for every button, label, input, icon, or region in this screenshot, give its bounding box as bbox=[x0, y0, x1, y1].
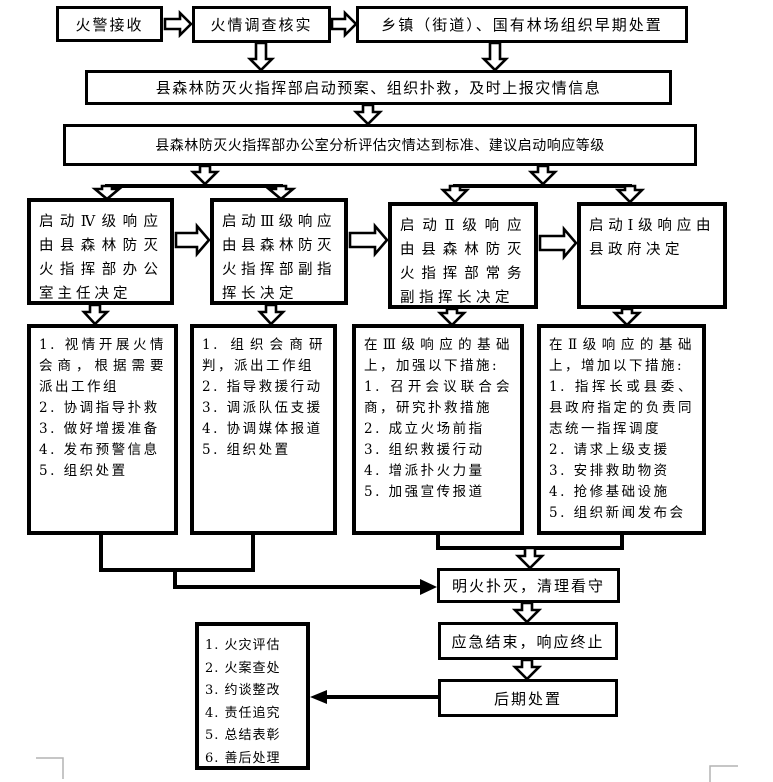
arrow-down-icon bbox=[527, 164, 559, 186]
arrow-down-icon bbox=[257, 303, 287, 326]
node-post-evaluation-list: 1. 火灾评估 2. 火案查处 3. 约谈整改 4. 责任追究 5. 总结表彰 … bbox=[195, 622, 310, 770]
node-level-3-response: 启动Ⅲ级响应由县森林防灭火指挥部副指挥长决定 bbox=[210, 198, 348, 305]
node-level-2-actions: 在Ⅲ级响应的基础上，加强以下措施: 1. 召开会议联合会商，研究扑救措施 2. … bbox=[352, 324, 524, 535]
node-township-early-disposal: 乡镇（街道）、国有林场组织早期处置 bbox=[356, 6, 688, 43]
arrow-right-icon bbox=[174, 222, 211, 258]
action-item: 3. 做好增援准备 bbox=[39, 421, 160, 437]
arrow-down-icon bbox=[514, 546, 546, 570]
action-item: 5. 组织新闻发布会 bbox=[549, 505, 686, 521]
arrow-down-icon bbox=[611, 307, 643, 327]
arrow-down-icon bbox=[614, 184, 646, 204]
action-intro: 在Ⅱ级响应的基础上，增加以下措施: bbox=[549, 337, 694, 374]
action-item: 1. 召开会议联合会商，研究扑救措施 bbox=[364, 379, 512, 416]
arrow-right-icon bbox=[538, 225, 578, 261]
page-corner-mark bbox=[36, 757, 64, 779]
node-post-disposal: 后期处置 bbox=[438, 679, 618, 717]
arrow-down-icon bbox=[352, 103, 384, 126]
page-corner-mark bbox=[709, 765, 738, 782]
arrow-down-icon bbox=[189, 164, 221, 186]
arrow-right-icon bbox=[330, 9, 358, 39]
action-item: 2. 成立火场前指 bbox=[364, 421, 485, 437]
arrow-down-icon bbox=[246, 41, 276, 72]
action-item: 5. 组织处置 bbox=[39, 463, 128, 479]
node-fire-alarm-received: 火警接收 bbox=[56, 6, 163, 42]
action-item: 3. 调派队伍支援 bbox=[202, 400, 323, 416]
action-intro: 在Ⅲ级响应的基础上，加强以下措施: bbox=[364, 337, 512, 374]
arrow-down-icon bbox=[439, 184, 471, 204]
merge-line bbox=[99, 535, 255, 572]
node-office-assess-level: 县森林防灭火指挥部办公室分析评估灾情达到标准、建议启动响应等级 bbox=[63, 124, 697, 166]
node-fire-investigation: 火情调查核实 bbox=[192, 6, 331, 43]
evaluation-item: 4. 责任追究 bbox=[205, 705, 281, 721]
node-hq-launch-plan: 县森林防灭火指挥部启动预案、组织扑救，及时上报灾情信息 bbox=[85, 70, 672, 105]
evaluation-item: 1. 火灾评估 bbox=[205, 638, 281, 653]
arrow-down-icon bbox=[91, 184, 123, 201]
node-fire-extinguished: 明火扑灭，清理看守 bbox=[437, 568, 620, 603]
action-item: 3. 安排救助物资 bbox=[549, 463, 670, 479]
evaluation-item: 3. 约谈整改 bbox=[205, 683, 281, 698]
merge-line bbox=[173, 568, 424, 589]
action-item: 2. 请求上级支援 bbox=[549, 442, 670, 458]
evaluation-item: 6. 善后处理 bbox=[205, 750, 281, 766]
arrow-right-icon bbox=[163, 9, 193, 39]
merge-line bbox=[436, 535, 624, 550]
node-level-4-response: 启动Ⅳ级响应由县森林防灭火指挥部办公室主任决定 bbox=[27, 198, 174, 305]
action-item: 4. 抢修基础设施 bbox=[549, 484, 670, 500]
action-item: 4. 协调媒体报道 bbox=[202, 421, 323, 437]
action-item: 4. 增派扑火力量 bbox=[364, 463, 485, 479]
arrow-down-icon bbox=[480, 41, 510, 72]
arrow-down-icon bbox=[265, 184, 297, 201]
node-level-2-response: 启动Ⅱ级响应由县森林防灭火指挥部常务副指挥长决定 bbox=[388, 202, 538, 309]
arrow-down-icon bbox=[81, 303, 111, 326]
action-item: 3. 组织救援行动 bbox=[364, 442, 485, 458]
node-level-1-response: 启动Ⅰ级响应由县政府决定 bbox=[577, 202, 727, 309]
arrow-down-icon bbox=[436, 307, 468, 327]
action-item: 2. 指导救援行动 bbox=[202, 379, 323, 395]
action-item: 1. 指挥长或县委、县政府指定的负责同志统一指挥调度 bbox=[549, 379, 694, 437]
arrow-right-solid-icon bbox=[420, 579, 437, 595]
action-item: 5. 加强宣传报道 bbox=[364, 484, 485, 500]
evaluation-item: 5. 总结表彰 bbox=[205, 728, 281, 743]
node-level-4-actions: 1. 视情开展火情会商，根据需要派出工作组 2. 协调指导扑救 3. 做好增援准… bbox=[27, 324, 178, 535]
action-item: 4. 发布预警信息 bbox=[39, 442, 160, 458]
arrow-down-icon bbox=[511, 658, 543, 681]
arrow-left-solid-icon bbox=[310, 690, 327, 704]
arrow-right-icon bbox=[348, 222, 389, 258]
node-level-1-actions: 在Ⅱ级响应的基础上，增加以下措施: 1. 指挥长或县委、县政府指定的负责同志统一… bbox=[537, 324, 706, 535]
arrow-down-icon bbox=[511, 601, 543, 624]
action-item: 1. 视情开展火情会商，根据需要派出工作组 bbox=[39, 337, 166, 395]
action-item: 1. 组织会商研判，派出工作组 bbox=[202, 337, 325, 374]
action-item: 5. 组织处置 bbox=[202, 442, 291, 458]
node-level-3-actions: 1. 组织会商研判，派出工作组 2. 指导救援行动 3. 调派队伍支援 4. 协… bbox=[190, 324, 337, 535]
action-item: 2. 协调指导扑救 bbox=[39, 400, 160, 416]
node-emergency-end: 应急结束，响应终止 bbox=[438, 622, 618, 660]
evaluation-item: 2. 火案查处 bbox=[205, 660, 281, 676]
